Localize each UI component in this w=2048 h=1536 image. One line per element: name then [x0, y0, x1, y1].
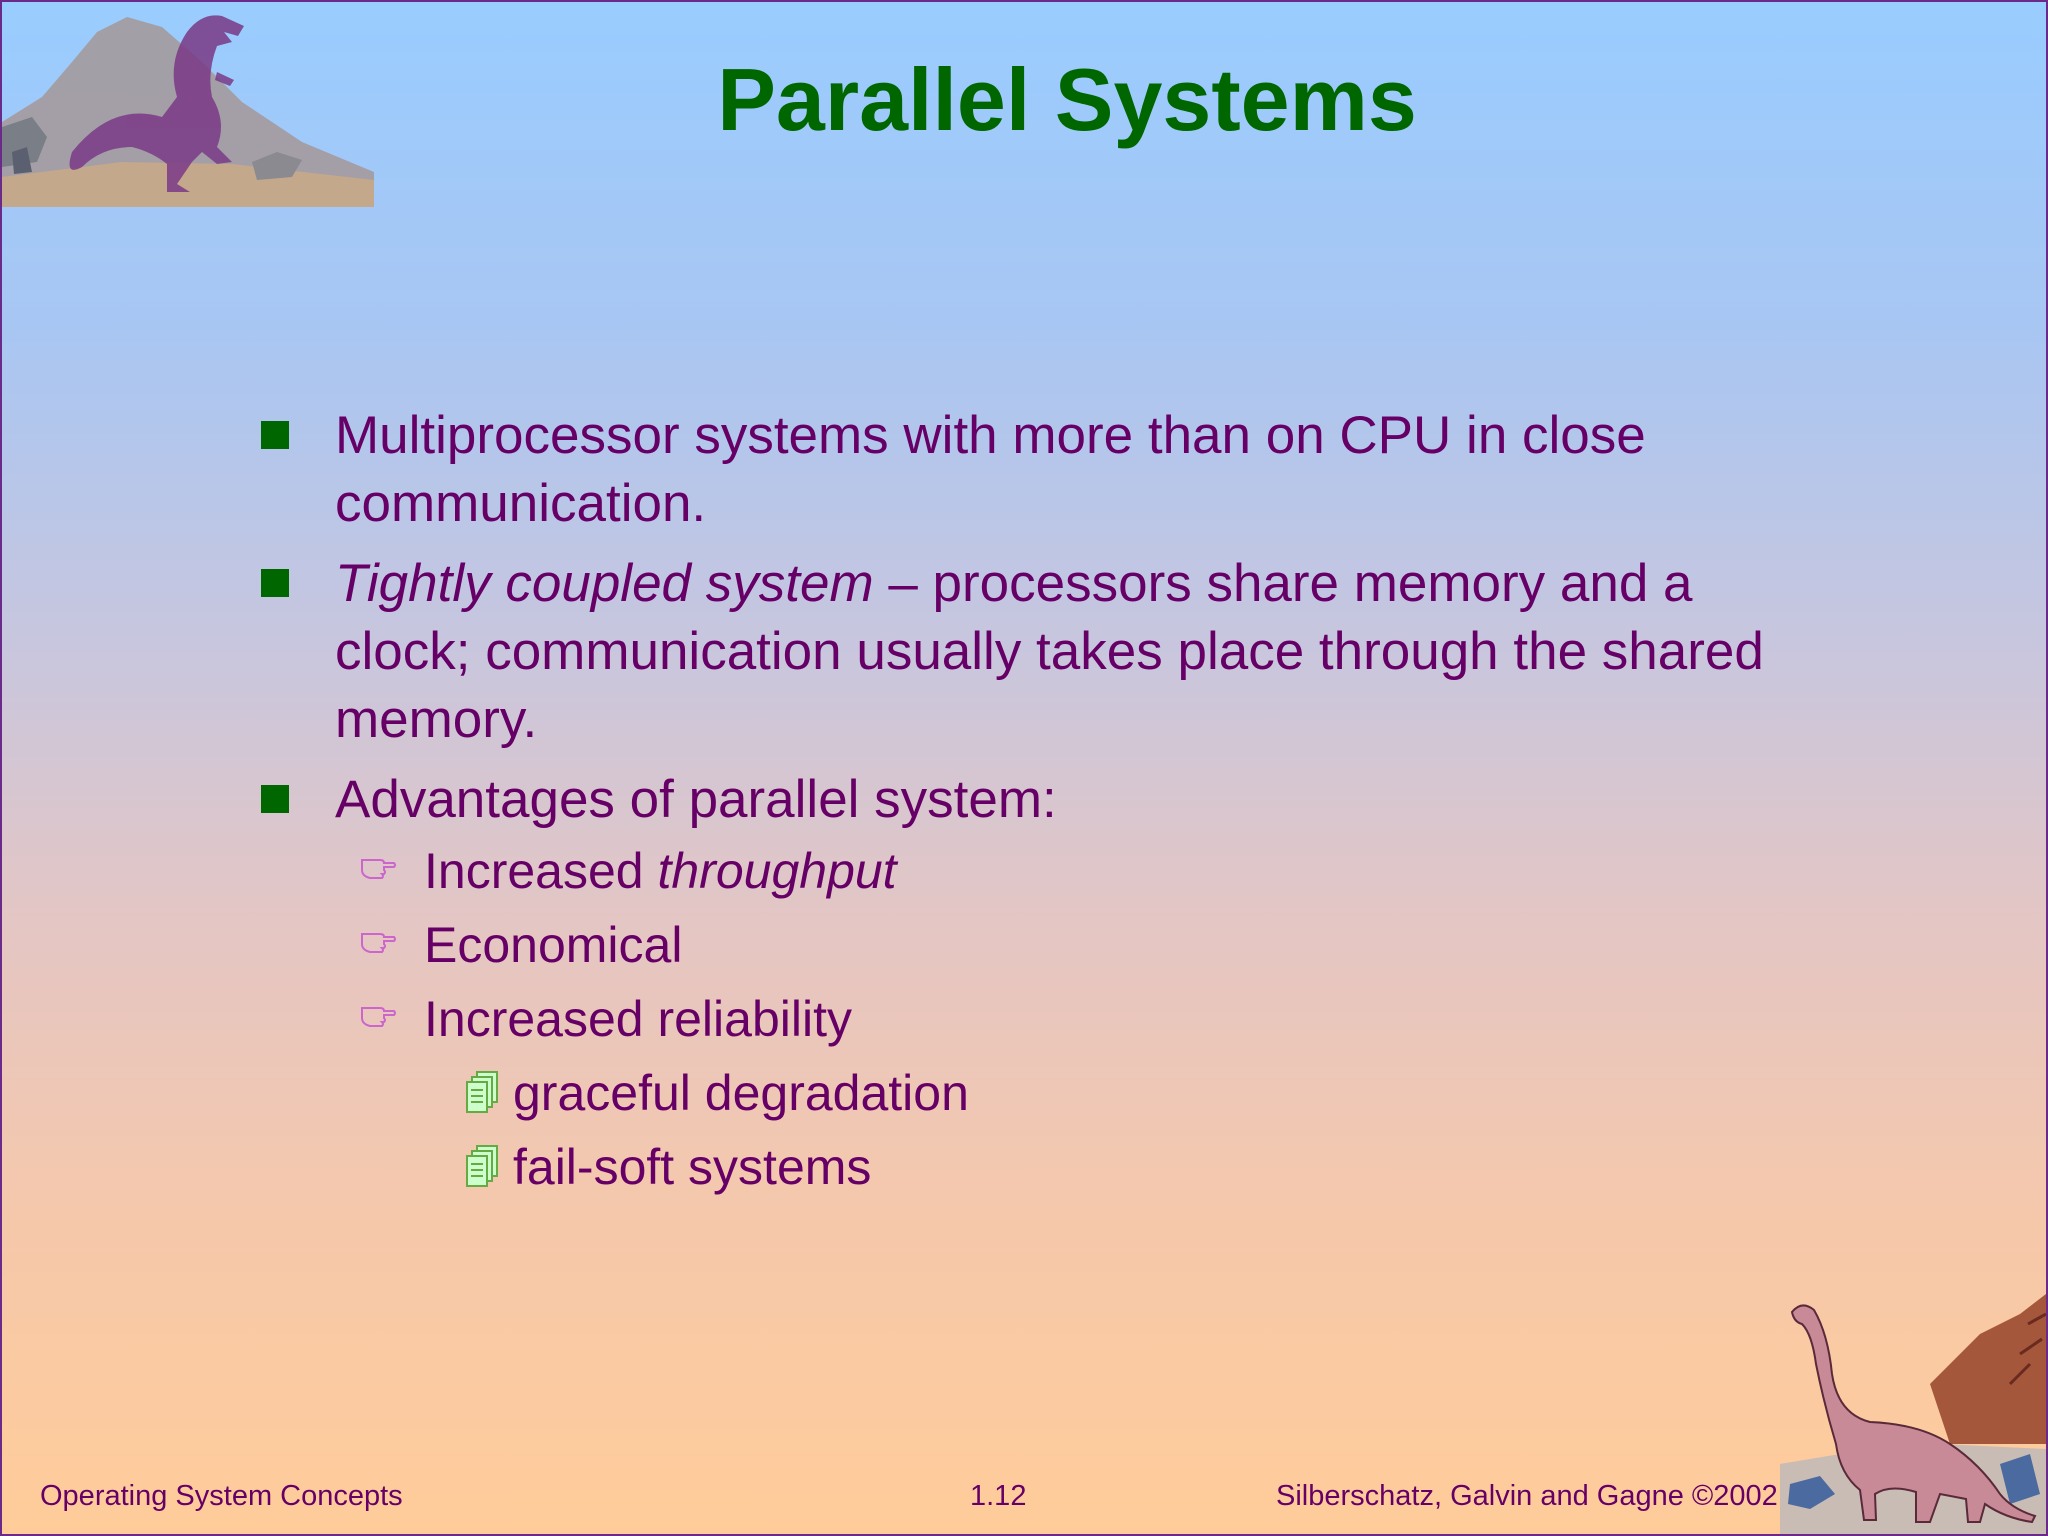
slide-title: Parallel Systems: [717, 50, 1417, 149]
sub-bullet-item: Increased reliability: [258, 982, 1818, 1056]
slide-content: Multiprocessor systems with more than on…: [258, 402, 1818, 1204]
documents-icon: [466, 1071, 498, 1113]
sub-sub-bullet-item: graceful degradation: [258, 1056, 1818, 1130]
pointing-hand-icon: [361, 859, 396, 879]
bullet-item: Multiprocessor systems with more than on…: [258, 402, 1818, 538]
footer-slide-number: 1.12: [970, 1480, 1027, 1512]
trex-dinosaur-illustration: [2, 15, 374, 207]
bullet-italic-term: Tightly coupled system: [335, 554, 874, 613]
sub-bullet-text: Increased: [424, 843, 658, 899]
bullet-text: Multiprocessor systems with more than on…: [335, 406, 1646, 533]
sub-sub-bullet-text: fail-soft systems: [513, 1139, 872, 1195]
bullet-text: – processors share memory and a clock; c…: [335, 554, 1764, 749]
square-bullet-icon: [261, 785, 289, 813]
footer-copyright: Silberschatz, Galvin and Gagne ©2002: [1276, 1480, 1778, 1512]
sub-sub-bullet-text: graceful degradation: [513, 1065, 969, 1121]
sub-sub-bullet-item: fail-soft systems: [258, 1130, 1818, 1204]
documents-icon: [466, 1145, 498, 1187]
sub-bullet-item: Increased throughput: [258, 834, 1818, 908]
brontosaurus-dinosaur-illustration: [1780, 1294, 2046, 1534]
sub-bullet-italic: throughput: [657, 843, 897, 899]
square-bullet-icon: [261, 569, 289, 597]
bullet-item: Advantages of parallel system:: [258, 766, 1818, 834]
bullet-text: Advantages of parallel system:: [335, 770, 1057, 829]
sub-bullet-item: Economical: [258, 908, 1818, 982]
bullet-item: Tightly coupled system – processors shar…: [258, 550, 1818, 754]
square-bullet-icon: [261, 421, 289, 449]
pointing-hand-icon: [361, 933, 396, 953]
footer-course-title: Operating System Concepts: [40, 1480, 403, 1512]
sub-bullet-text: Economical: [424, 917, 683, 973]
sub-bullet-text: Increased reliability: [424, 991, 852, 1047]
pointing-hand-icon: [361, 1007, 396, 1027]
